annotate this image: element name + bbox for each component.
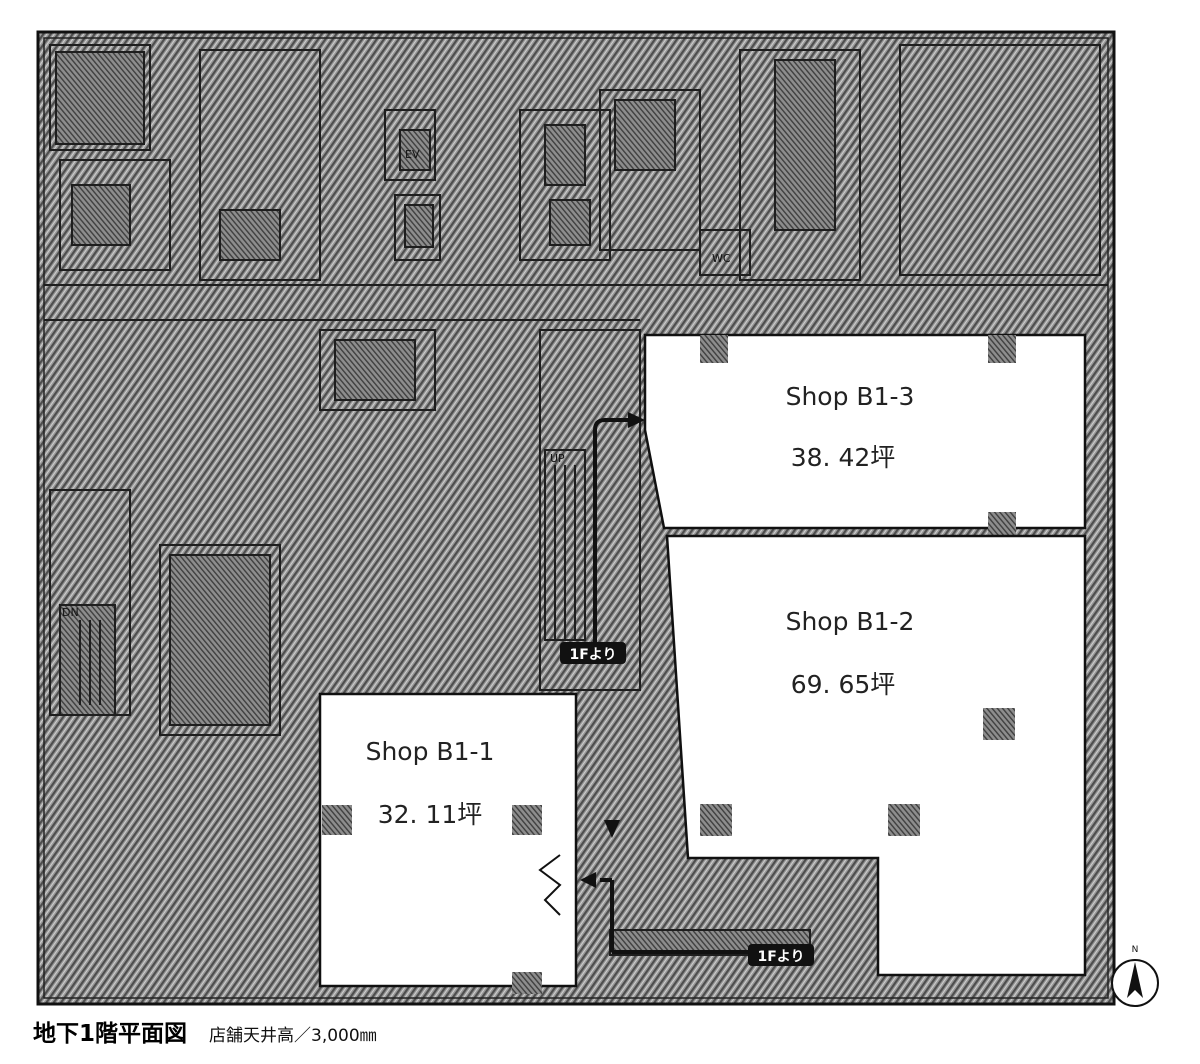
column: [512, 972, 542, 994]
arrow-to-b1-3: [593, 418, 630, 650]
up-mark: UP: [550, 452, 565, 465]
column: [322, 805, 352, 835]
west-stair-block: [49, 489, 281, 736]
column: [888, 804, 920, 836]
from-1f-tag-upper-text: 1Fより: [569, 647, 616, 663]
arrowhead-icon: [580, 872, 596, 888]
column: [512, 805, 542, 835]
shop-b1-3-name: Shop B1-3: [786, 382, 915, 411]
column: [983, 708, 1015, 740]
shop-b1-1-name: Shop B1-1: [366, 737, 495, 766]
plan-title: 地下1階平面図: [33, 1021, 188, 1047]
column: [700, 804, 732, 836]
compass-n-label: N: [1132, 945, 1139, 955]
arrow-heads: [580, 412, 645, 888]
shop-b1-1[interactable]: Shop B1-1 32. 11坪: [318, 692, 578, 994]
from-1f-tag-upper: 1Fより: [560, 642, 626, 664]
shop-b1-3-area: [643, 333, 1087, 530]
from-1f-tag-lower: 1Fより: [748, 944, 814, 966]
shop-b1-2-area-label: 69. 65坪: [791, 670, 896, 699]
column: [700, 335, 728, 363]
ev-mark: EV: [405, 148, 420, 161]
north-compass-icon: N: [1111, 945, 1159, 1007]
shop-b1-1-area-label: 32. 11坪: [378, 800, 483, 829]
dn-mark: DN: [62, 606, 79, 619]
ceiling-height-note: 店舗天井高／3,000㎜: [209, 1026, 377, 1046]
shop-b1-2-name: Shop B1-2: [786, 607, 915, 636]
arrow-to-b1-1: [600, 878, 614, 952]
plan-marks: UP DN EV WC: [62, 148, 731, 619]
shop-b1-2[interactable]: Shop B1-2 69. 65坪: [665, 534, 1087, 977]
column: [988, 335, 1016, 363]
shop-b1-3[interactable]: Shop B1-3 38. 42坪: [643, 333, 1087, 540]
arrowhead-icon: [604, 820, 620, 838]
arrowhead-icon: [628, 412, 645, 428]
entry-door-icon: [538, 854, 562, 916]
shop-b1-1-area: [318, 692, 578, 988]
shop-b1-3-area-label: 38. 42坪: [791, 443, 896, 472]
service-core: [44, 44, 1108, 691]
from-1f-tag-lower-text: 1Fより: [757, 949, 804, 965]
plan-caption: 地下1階平面図 店舗天井高／3,000㎜: [33, 1014, 377, 1054]
shop-b1-2-area: [665, 534, 1087, 977]
wc-mark: WC: [712, 252, 731, 265]
